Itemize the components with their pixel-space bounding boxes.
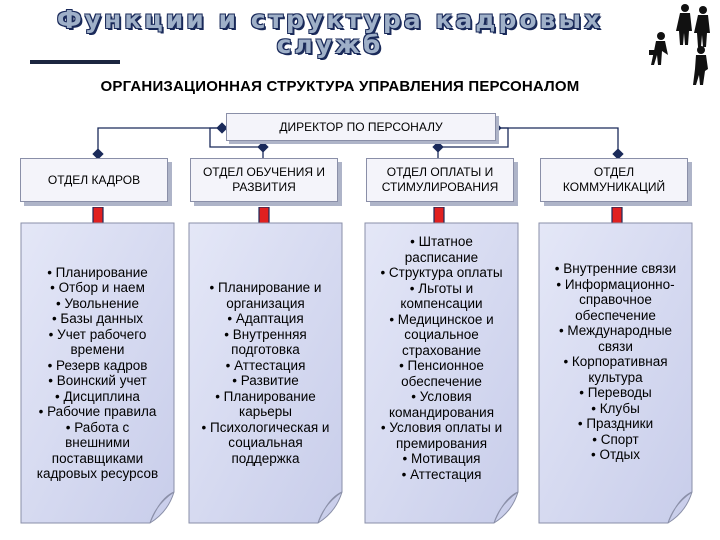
page-curl-shape (364, 222, 519, 524)
function-item: • Дисциплина (55, 388, 140, 404)
business-people-icon (649, 4, 710, 85)
dept-box-compensation: ОТДЕЛ ОПЛАТЫ И СТИМУЛИРОВАНИЯ (366, 158, 514, 202)
function-item: • Информационно- справочное обеспечение (556, 276, 675, 323)
function-item: • Отдых (590, 447, 641, 463)
function-item: • Планирование (47, 264, 148, 280)
title-underline (30, 60, 120, 64)
functions-card-hr: • Планирование • Отбор и наем • Увольнен… (20, 222, 175, 524)
dept-label: ОТДЕЛ ОБУЧЕНИЯ И РАЗВИТИЯ (202, 165, 326, 194)
function-item: • Планирование карьеры (215, 388, 316, 420)
function-item: • Увольнение (56, 295, 139, 311)
dept-box-training: ОТДЕЛ ОБУЧЕНИЯ И РАЗВИТИЯ (190, 158, 338, 202)
title-line-2: служб (276, 30, 384, 59)
function-item: • Условия оплаты и премирования (380, 420, 503, 451)
function-item: • Мотивация (402, 451, 481, 466)
functions-card-training: • Планирование и организация • Адаптация… (188, 222, 343, 524)
functions-card-compensation: • Штатное расписание • Структура оплаты … (364, 222, 519, 524)
function-item: • Работа с внешними поставщиками кадровы… (36, 419, 159, 482)
dept-box-hr: ОТДЕЛ КАДРОВ (20, 158, 168, 202)
page-curl-shape (538, 222, 693, 524)
function-item: • Адаптация (227, 311, 304, 326)
function-item: • Психологическая и социальная поддержка (201, 419, 330, 466)
function-item: • Внутренние связи (554, 261, 677, 277)
function-item: • Внутренняя подготовка (224, 326, 307, 358)
function-item: • Резерв кадров (47, 357, 148, 373)
function-item: • Праздники (577, 416, 654, 432)
function-item: • Льготы и компенсации (400, 280, 483, 312)
function-item: • Аттестация (401, 466, 482, 482)
function-item: • Переводы (579, 385, 652, 401)
dept-label: ОТДЕЛ КАДРОВ (47, 172, 141, 187)
function-item: • Штатное расписание (404, 234, 479, 265)
function-item: • Рабочие правила (38, 404, 157, 419)
functions-list: • Планирование • Отбор и наем • Увольнен… (24, 222, 171, 524)
functions-card-communications: • Внутренние связи • Информационно- спра… (538, 222, 693, 524)
function-item: • Спорт (592, 431, 639, 447)
function-item: • Структура оплаты (380, 265, 503, 280)
function-item: • Планирование и организация (209, 280, 322, 311)
function-item: • Развитие (232, 373, 299, 388)
functions-list: • Штатное расписание • Структура оплаты … (368, 224, 515, 492)
function-item: • Базы данных (51, 311, 144, 326)
dept-label: ОТДЕЛ ОПЛАТЫ И СТИМУЛИРОВАНИЯ (381, 165, 499, 194)
function-item: • Корпоративная культура (563, 354, 668, 385)
functions-list: • Планирование и организация • Адаптация… (192, 222, 339, 524)
function-item: • Международные связи (558, 323, 673, 354)
page-curl-shape (20, 222, 175, 524)
function-item: • Аттестация (225, 357, 306, 373)
function-item: • Пенсионное обеспечение (399, 358, 484, 389)
function-item: • Отбор и наем (50, 280, 145, 295)
function-item: • Клубы (591, 400, 640, 416)
function-item: • Медицинское и социальное страхование (389, 311, 494, 358)
title-line-1: Функции и структура кадровых (56, 5, 604, 34)
director-box: ДИРЕКТОР ПО ПЕРСОНАЛУ (226, 113, 496, 141)
director-label: ДИРЕКТОР ПО ПЕРСОНАЛУ (279, 119, 443, 134)
page-curl-shape (188, 222, 343, 524)
function-item: • Условия командирования (388, 389, 495, 420)
dept-box-communications: ОТДЕЛ КОММУНИКАЦИЙ (540, 158, 688, 202)
diagram-subtitle: ОРГАНИЗАЦИОННАЯ СТРУКТУРА УПРАВЛЕНИЯ ПЕР… (100, 78, 580, 95)
functions-list: • Внутренние связи • Информационно- спра… (542, 261, 689, 463)
dept-label: ОТДЕЛ КОММУНИКАЦИЙ (562, 165, 666, 194)
function-item: • Учет рабочего времени (48, 326, 147, 358)
function-item: • Воинский учет (48, 373, 147, 388)
